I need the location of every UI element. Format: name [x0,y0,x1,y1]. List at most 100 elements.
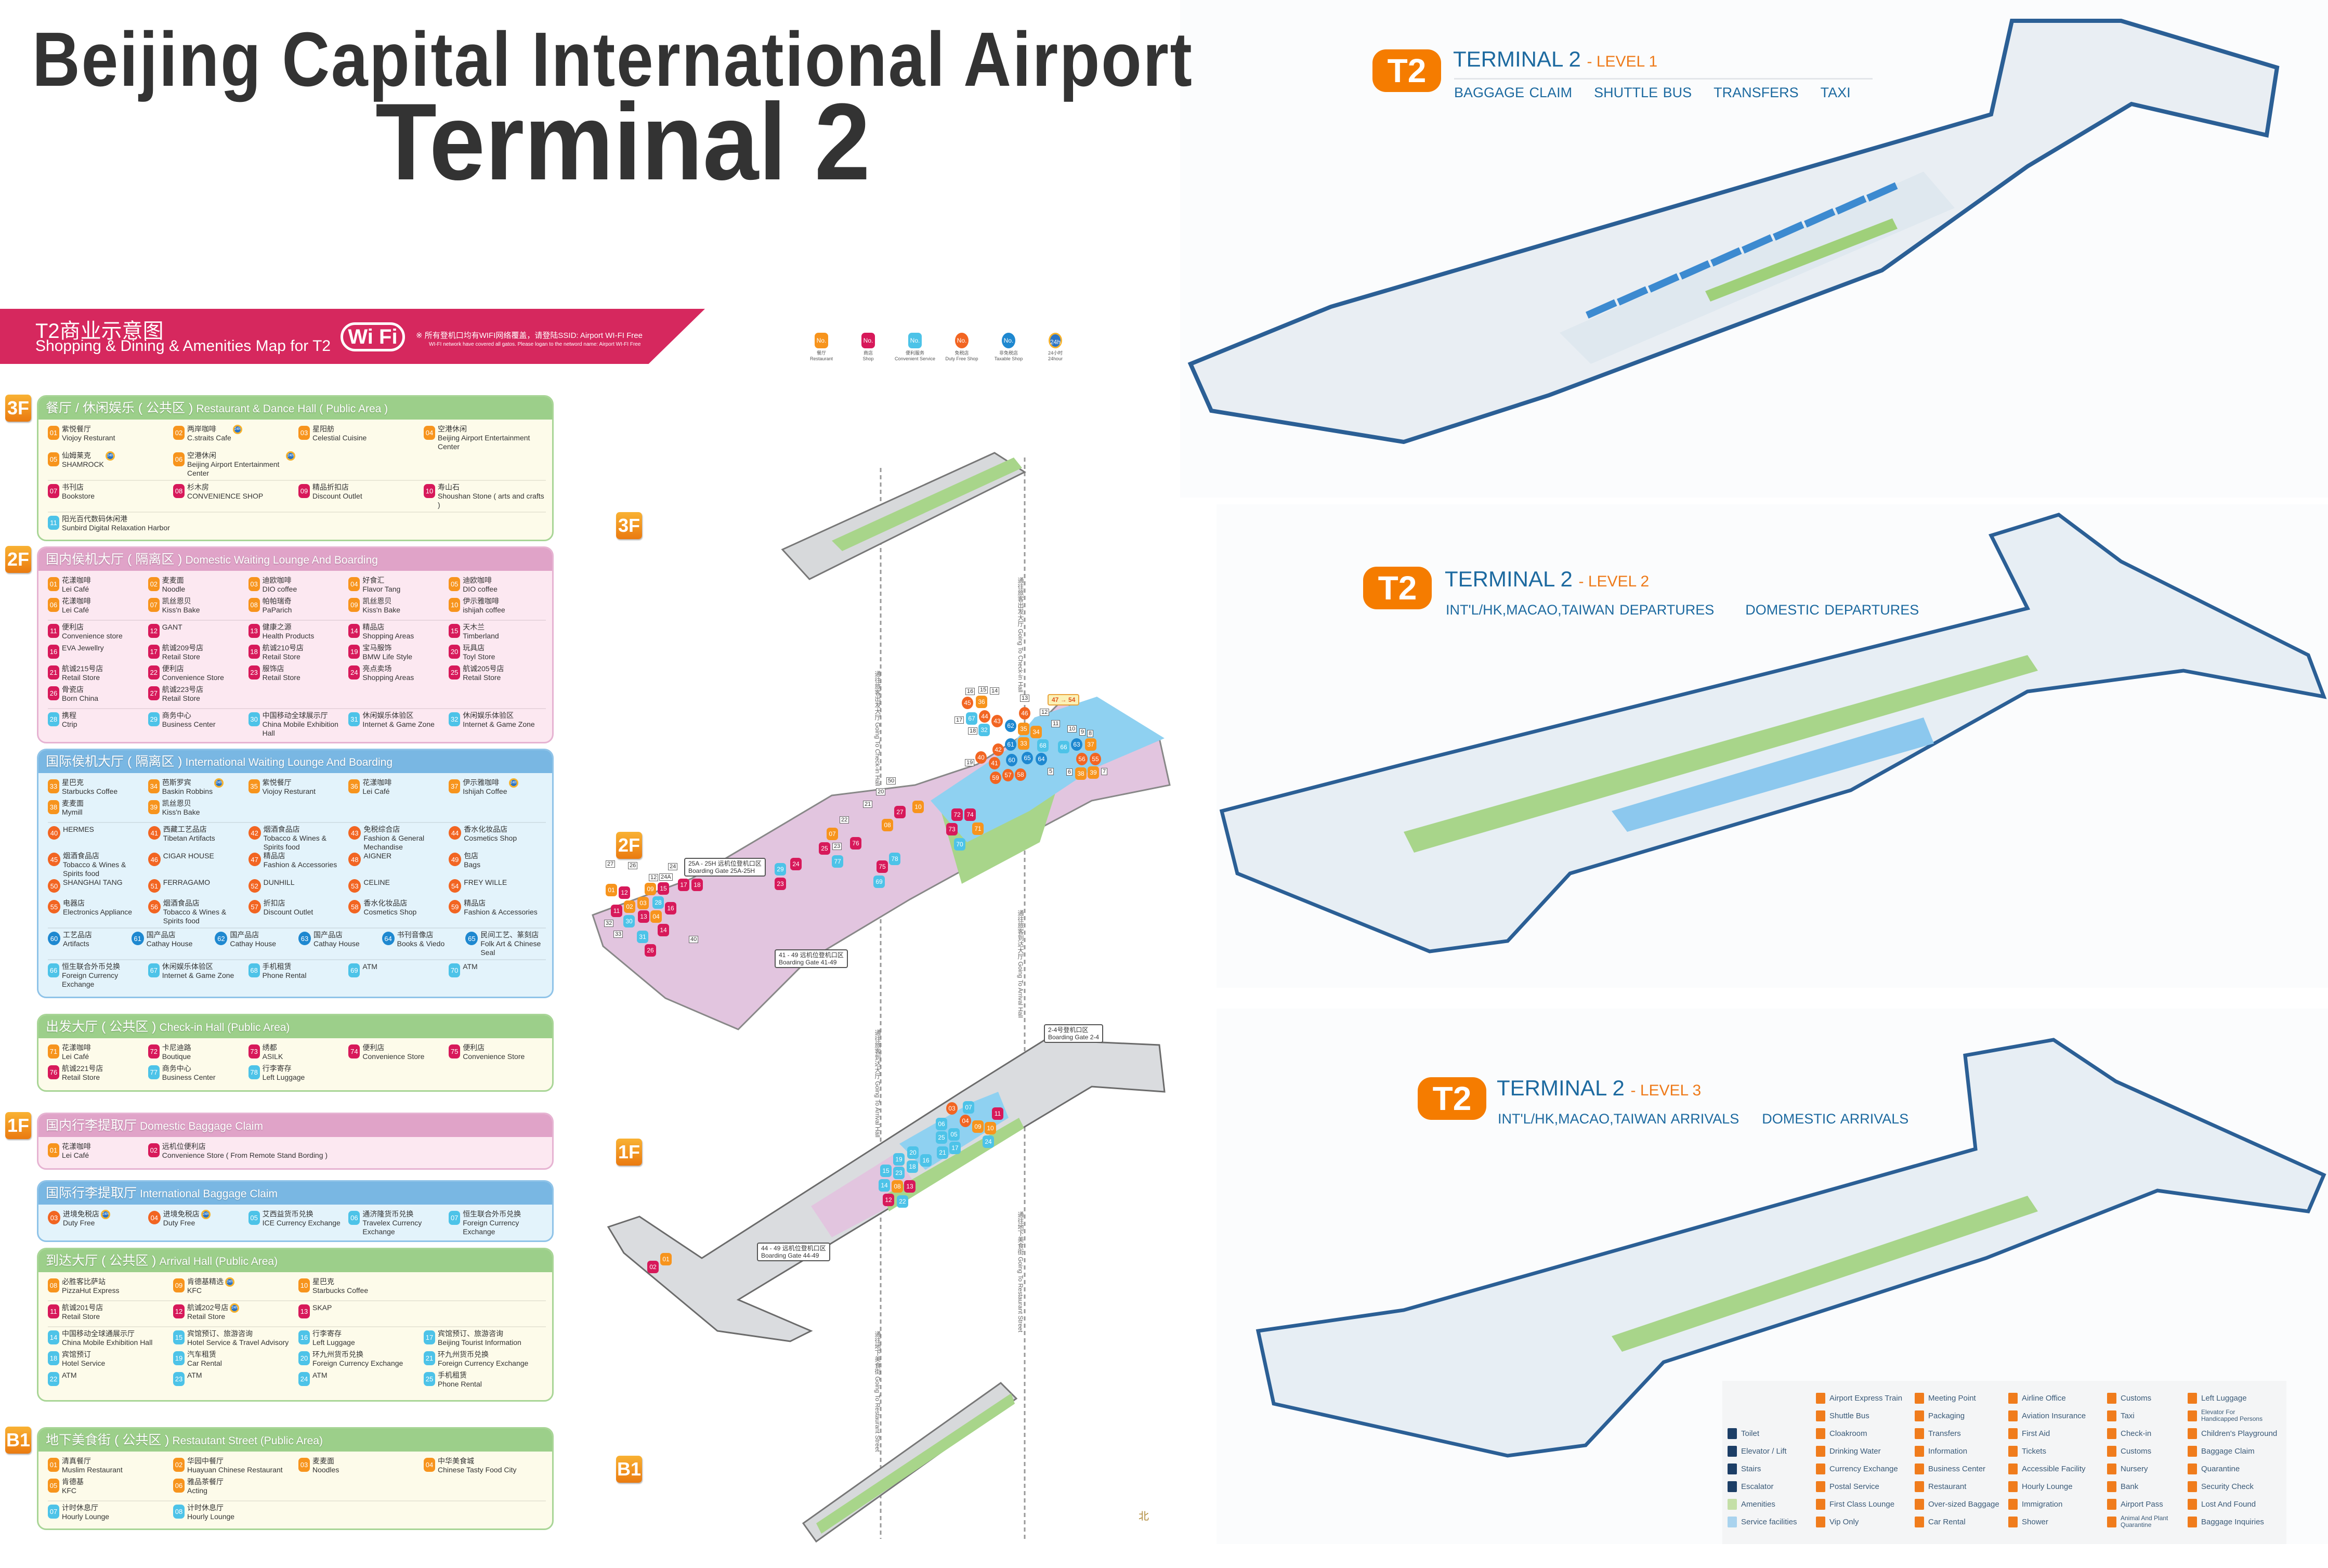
facility-check-in-icon [2107,1428,2116,1439]
map-store-marker: 01 [606,884,617,896]
store-name-cn: 麦麦面 [62,799,84,807]
store-name-cn: 骨瓷店 [62,685,84,694]
facility-legend-item: Car Rental [1915,1516,1966,1527]
store-number-badge: 30 [248,712,260,726]
facility-label: Drinking Water [1829,1446,1881,1456]
level-service-label: TAXI [1820,85,1851,100]
store-name-en: Kiss'n Bake [162,808,200,816]
type-legend-cn: 便利服务 [905,350,924,356]
map-store-marker: 56 [1076,753,1088,765]
store-name-cn: 折扣店 [263,899,285,907]
store-name-en: Foreign Currency Exchange [312,1359,403,1367]
facility-label: Accessible Facility [2022,1464,2086,1473]
store-number-badge: 17 [424,1330,435,1344]
map-store-marker: 25 [819,842,830,855]
type-legend-en: Taxable Shop [994,356,1023,361]
24-hour-icon: 24h [101,1210,110,1219]
map-store-marker: 36 [976,696,987,708]
store-number-badge: 09 [298,484,310,498]
map-store-marker: 75 [877,860,888,873]
callout-cn: 41 - 49 远机位登机口区 [779,951,844,959]
store-number-badge: 78 [248,1065,260,1079]
store-name-cn: 便利店 [62,623,84,631]
facility-airport-pass-icon [2107,1498,2116,1510]
facility-legend-item: Check-in [2107,1428,2151,1439]
facility-label: Packaging [1928,1411,1965,1420]
map-store-marker: 26 [645,944,656,957]
facility-transfers-icon [1915,1428,1924,1439]
store-number-badge: 73 [248,1044,260,1059]
facility-currency-exchange-icon [1816,1463,1825,1474]
facility-legend-item: Hourly Lounge [2008,1481,2073,1492]
floor-3f-plan [781,452,1027,580]
section-header: 地下美食街 ( 公共区 )Restautant Street (Public A… [38,1429,552,1452]
type-swatch: 24h [1049,333,1062,348]
direction-label: 通往旅客出发大厅 Going To Check-in Hall [874,671,881,786]
facility-label: Business Center [1928,1464,1986,1473]
map-store-marker: 02 [624,900,635,913]
wifi-note-en: WI-FI network have covered all gatos. Pl… [429,342,641,347]
type-swatch: No. [955,333,969,348]
map-floor-badge: 3F [616,512,642,539]
store-name-cn: 空港休闲 [438,425,467,433]
store-number-badge: 15 [173,1330,185,1344]
store-name-cn: 航诚209号店 [162,644,204,652]
store-name-cn: 中国移动全球通展示厅 [62,1329,135,1338]
store-number-badge: 11 [48,516,59,530]
facility-legend-item: Service facilities [1728,1516,1797,1527]
store-text: AIGNER [363,852,391,860]
facility-label: Baggage Claim [2201,1446,2255,1456]
facility-legend-item: Accessible Facility [2008,1463,2086,1474]
facility-label: Restaurant [1928,1482,1967,1491]
store-name-cn: 中国移动全球展示厅 [262,711,328,720]
store-number-badge: 08 [173,1505,185,1519]
gate-number: 5 [1048,768,1054,775]
store-number-badge: 47 [248,853,261,866]
section-header: 餐厅 / 休闲娱乐 ( 公共区 )Restaurant & Dance Hall… [38,397,552,420]
store-number-badge: 01 [48,577,59,591]
store-number-badge: 04 [348,577,360,591]
store-number-badge: 67 [148,963,160,977]
store-name-cn: 星阳舫 [312,425,334,433]
store-name-cn: 书刊音像店 [397,931,434,939]
store-name-cn: 商务中心 [162,1064,191,1073]
facility-label: Lost And Found [2201,1499,2256,1509]
map-store-marker: 24 [790,858,802,870]
gate-number: 10 [1067,725,1077,733]
store-text: ATM [362,962,377,971]
facility-legend-item: Customs [2107,1445,2151,1457]
facility-amenities-icon [1728,1498,1737,1510]
